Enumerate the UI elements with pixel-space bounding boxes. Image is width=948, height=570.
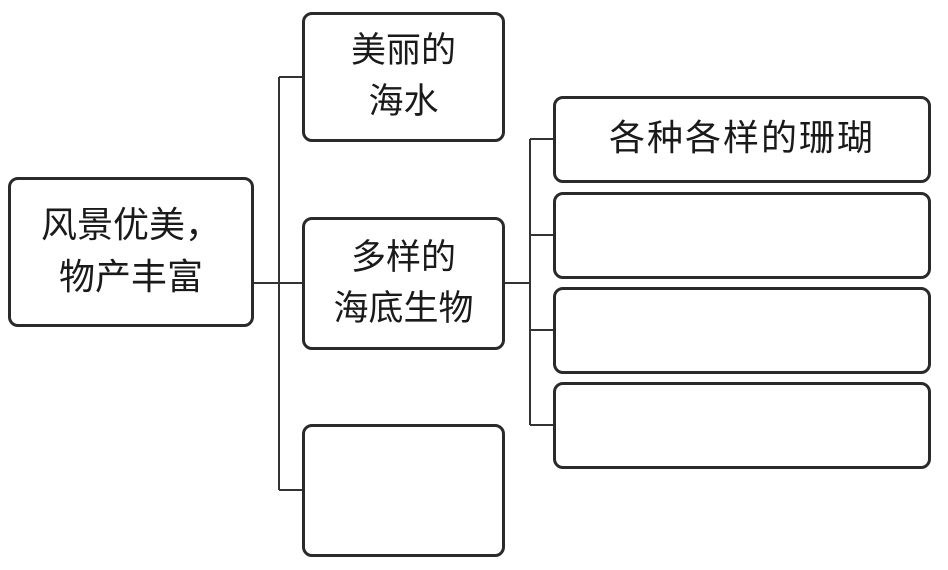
sub-box-3[interactable] <box>553 287 931 374</box>
sub-text-1: 各种各样的珊瑚 <box>608 118 875 160</box>
root-box: 风景优美， 物产丰富 <box>8 177 254 327</box>
branch-box-3[interactable] <box>302 424 505 557</box>
branch-text-1: 美丽的 海水 <box>350 31 456 122</box>
sub-box-1: 各种各样的珊瑚 <box>553 96 931 183</box>
branch-box-1: 美丽的 海水 <box>302 12 505 142</box>
sub-box-2[interactable] <box>553 192 931 279</box>
branch-text-2: 多样的 海底生物 <box>333 237 474 329</box>
root-text: 风景优美， 物产丰富 <box>40 204 221 298</box>
branch-box-2: 多样的 海底生物 <box>302 217 505 350</box>
sub-box-4[interactable] <box>553 382 931 469</box>
